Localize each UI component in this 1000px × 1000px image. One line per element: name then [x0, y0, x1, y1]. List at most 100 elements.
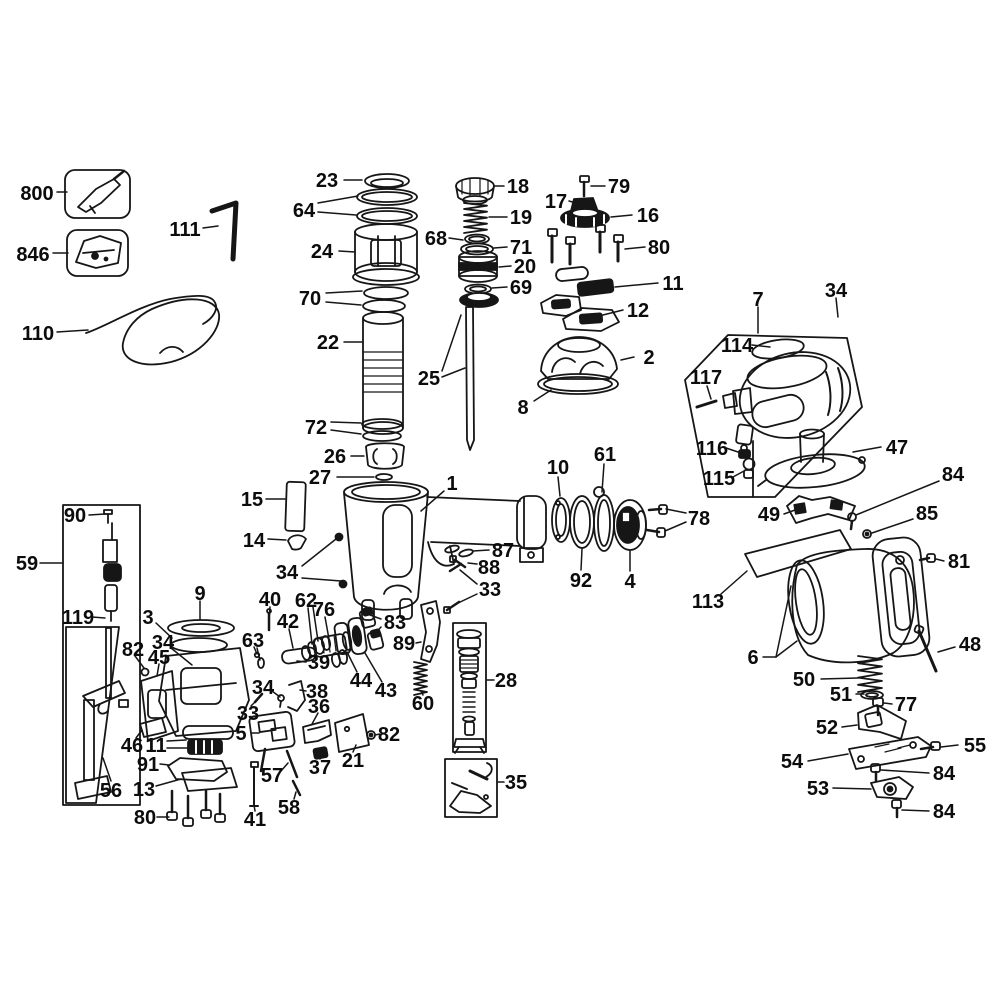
part-shape — [167, 757, 228, 782]
part-shape — [368, 732, 374, 738]
leader-line — [852, 446, 882, 453]
part-shape — [540, 294, 582, 317]
part-shape — [883, 782, 897, 796]
part-shape — [469, 285, 487, 293]
part-shape — [361, 606, 374, 617]
part-shape — [363, 351, 403, 393]
part-shape — [200, 809, 212, 819]
part-label-1: 1 — [446, 473, 457, 495]
part-shape — [858, 456, 866, 464]
part-label-38: 38 — [306, 681, 328, 703]
part-label-10: 10 — [547, 457, 569, 479]
leader-line — [880, 769, 930, 774]
part-label-34: 34 — [152, 632, 175, 654]
part-shape — [103, 256, 109, 262]
part-label-111: 111 — [169, 219, 200, 241]
part-shape — [452, 622, 487, 753]
part-shape — [89, 205, 96, 214]
part-shape — [764, 453, 866, 489]
part-shape — [257, 657, 265, 669]
part-shape — [895, 555, 905, 565]
leader-line — [820, 677, 859, 680]
part-shape — [537, 373, 619, 395]
part-shape — [370, 239, 402, 267]
leader-line — [267, 538, 287, 541]
part-label-60: 60 — [412, 693, 434, 715]
part-label-76: 76 — [313, 599, 335, 621]
part-label-41: 41 — [244, 809, 266, 831]
part-label-85: 85 — [916, 503, 938, 525]
leader-line — [311, 712, 319, 725]
part-shape — [181, 767, 238, 792]
part-shape — [361, 418, 403, 430]
part-label-57: 57 — [261, 765, 283, 787]
part-label-83: 83 — [384, 612, 406, 634]
part-shape — [180, 667, 222, 705]
part-label-800: 800 — [20, 183, 53, 205]
part-label-35: 35 — [505, 772, 527, 794]
part-label-113: 113 — [692, 591, 724, 613]
part-label-14: 14 — [243, 530, 266, 552]
part-shape — [140, 670, 179, 742]
part-shape — [181, 623, 221, 633]
part-label-88: 88 — [478, 557, 500, 579]
part-shape — [139, 717, 167, 738]
part-shape — [427, 541, 455, 567]
part-label-19: 19 — [510, 207, 532, 229]
part-shape — [105, 627, 112, 699]
leader-line — [352, 744, 357, 753]
part-label-52: 52 — [816, 717, 838, 739]
leader-line — [441, 314, 462, 372]
part-shape — [551, 357, 604, 375]
part-shape — [65, 626, 120, 804]
leader-line — [580, 548, 583, 571]
part-shape — [443, 606, 451, 614]
part-shape — [746, 354, 828, 390]
leader-line — [202, 225, 219, 229]
leader-line — [253, 646, 258, 655]
leader-line — [155, 778, 182, 787]
part-shape — [347, 617, 368, 655]
leader-line — [301, 538, 337, 567]
part-shape — [370, 178, 404, 188]
leader-line — [256, 647, 261, 661]
part-shape — [793, 502, 807, 515]
part-label-40: 40 — [259, 589, 281, 611]
part-shape — [735, 423, 754, 446]
part-shape — [829, 499, 844, 511]
part-shape — [85, 294, 217, 334]
part-shape — [248, 710, 296, 753]
part-shape — [284, 480, 307, 533]
leader-line — [415, 641, 422, 644]
part-label-8: 8 — [517, 397, 528, 419]
part-shape — [597, 499, 611, 547]
part-shape — [159, 345, 184, 354]
part-shape — [285, 749, 299, 779]
part-shape — [320, 635, 332, 651]
part-shape — [871, 536, 931, 658]
part-label-84: 84 — [942, 464, 965, 486]
part-shape — [462, 691, 476, 713]
part-shape — [334, 532, 344, 542]
part-shape — [383, 584, 412, 595]
part-shape — [362, 421, 404, 435]
part-shape — [121, 298, 220, 366]
leader-line — [325, 290, 363, 294]
part-shape — [593, 486, 605, 498]
part-label-49: 49 — [758, 504, 780, 526]
leader-line — [374, 733, 381, 736]
leader-line — [568, 200, 577, 204]
leader-line — [293, 791, 297, 800]
part-label-68: 68 — [425, 228, 447, 250]
part-shape — [209, 200, 239, 262]
part-shape — [102, 539, 118, 563]
part-shape — [865, 692, 879, 698]
part-shape — [338, 579, 348, 589]
leader-line — [940, 744, 959, 748]
part-shape — [571, 208, 599, 218]
part-label-846: 846 — [16, 244, 49, 266]
part-label-2: 2 — [643, 347, 654, 369]
part-label-64: 64 — [293, 200, 316, 222]
part-shape — [91, 252, 99, 260]
